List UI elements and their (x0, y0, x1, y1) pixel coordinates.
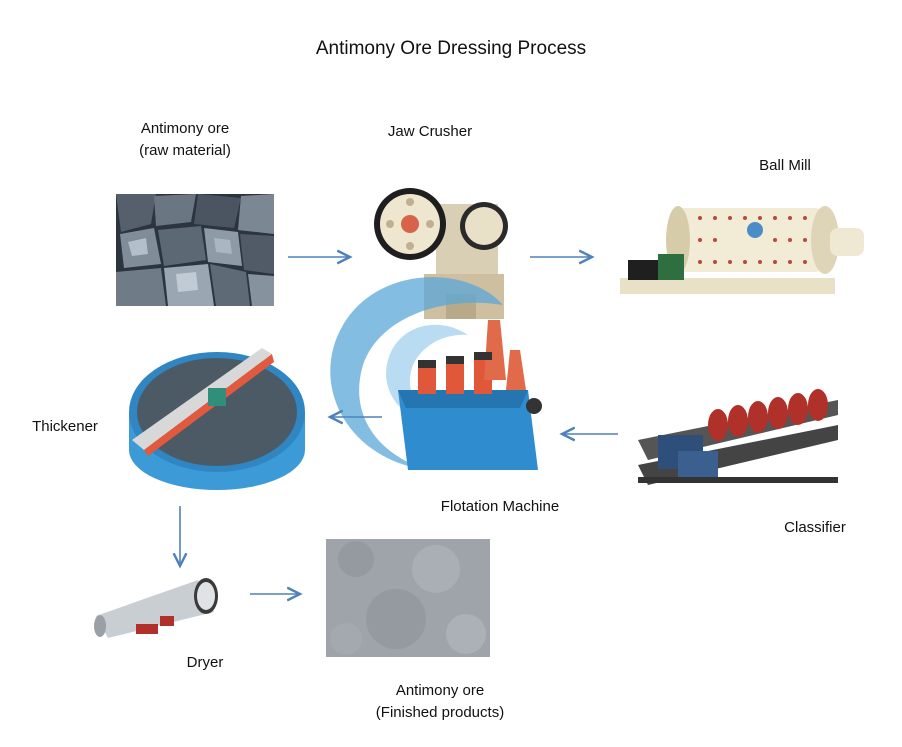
dryer-image (88, 576, 223, 642)
flotation-label: Flotation Machine (440, 498, 560, 515)
c-swirl-logo-icon (747, 222, 763, 238)
raw-ore-image (116, 194, 274, 306)
finished-label: Antimony ore (Finished products) (350, 680, 530, 724)
thickener-image (122, 340, 312, 495)
page-title: Antimony Ore Dressing Process (315, 38, 587, 59)
ball-mill-image (620, 190, 870, 300)
jaw-crusher-label: Jaw Crusher (387, 123, 473, 140)
classifier-label: Classifier (784, 519, 846, 536)
ball-mill-label: Ball Mill (759, 157, 811, 174)
finished-label-line2: (Finished products) (375, 704, 505, 721)
dryer-label: Dryer (186, 654, 224, 671)
finished-label-line1: Antimony ore (395, 682, 485, 699)
raw-ore-label: Antimony ore (raw material) (110, 118, 260, 162)
flotation-machine-image (388, 320, 548, 480)
thickener-label: Thickener (32, 418, 98, 435)
classifier-image (638, 385, 838, 495)
finished-product-image (326, 539, 490, 657)
raw-ore-label-line2: (raw material) (139, 142, 231, 159)
raw-ore-label-line1: Antimony ore (140, 120, 230, 137)
